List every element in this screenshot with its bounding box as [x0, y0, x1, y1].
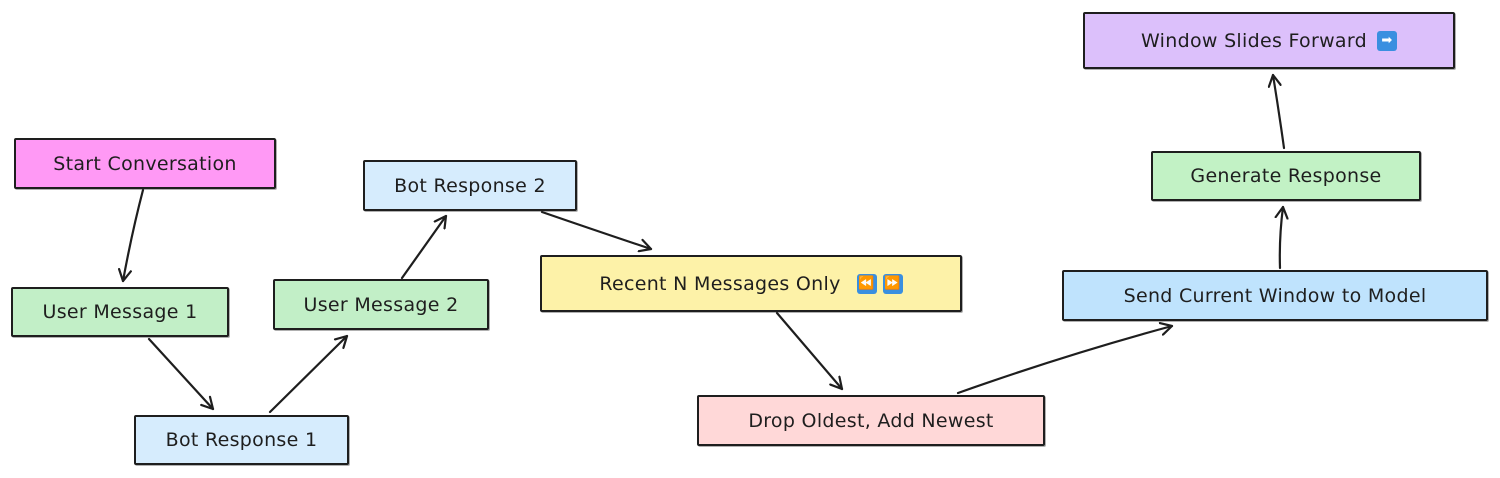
node-label: Drop Oldest, Add Newest — [748, 409, 994, 432]
edge-drop-to-send — [956, 326, 1174, 395]
fast-forward-icon: ⏩ — [882, 273, 903, 294]
node-label: User Message 2 — [303, 293, 459, 316]
node-window-slides-forward: Window Slides Forward ➡ — [1083, 12, 1455, 69]
edge-start-to-user1 — [123, 188, 145, 283]
node-send-current-window: Send Current Window to Model — [1062, 270, 1488, 321]
node-user-message-1: User Message 1 — [11, 287, 229, 337]
node-label: Window Slides Forward — [1141, 29, 1367, 52]
node-user-message-2: User Message 2 — [273, 279, 489, 330]
edge-bot2-to-recent — [540, 210, 653, 249]
node-label: Send Current Window to Model — [1123, 284, 1427, 307]
node-drop-oldest-add-newest: Drop Oldest, Add Newest — [697, 395, 1045, 446]
edge-recent-to-drop — [775, 311, 844, 391]
edge-user2-to-bot2 — [400, 214, 448, 280]
node-recent-n-messages: Recent N Messages Only ⏪ ⏩ — [540, 255, 962, 312]
rewind-icon: ⏪ — [856, 273, 877, 294]
node-label: Bot Response 1 — [165, 429, 318, 451]
node-label: Recent N Messages Only — [599, 272, 841, 295]
node-bot-response-1: Bot Response 1 — [134, 415, 349, 465]
node-label: User Message 1 — [42, 301, 198, 323]
node-label: Bot Response 2 — [394, 174, 546, 197]
node-bot-response-2: Bot Response 2 — [363, 160, 577, 211]
right-arrow-icon: ➡ — [1376, 30, 1397, 51]
edge-generate-to-window — [1273, 73, 1286, 150]
node-label: Start Conversation — [53, 152, 237, 175]
node-start-conversation: Start Conversation — [14, 138, 276, 189]
edge-send-to-generate — [1280, 205, 1283, 270]
edge-user1-to-bot1 — [147, 337, 215, 411]
node-label: Generate Response — [1190, 165, 1382, 187]
edge-bot1-to-user2 — [268, 334, 349, 414]
node-generate-response: Generate Response — [1151, 151, 1421, 201]
